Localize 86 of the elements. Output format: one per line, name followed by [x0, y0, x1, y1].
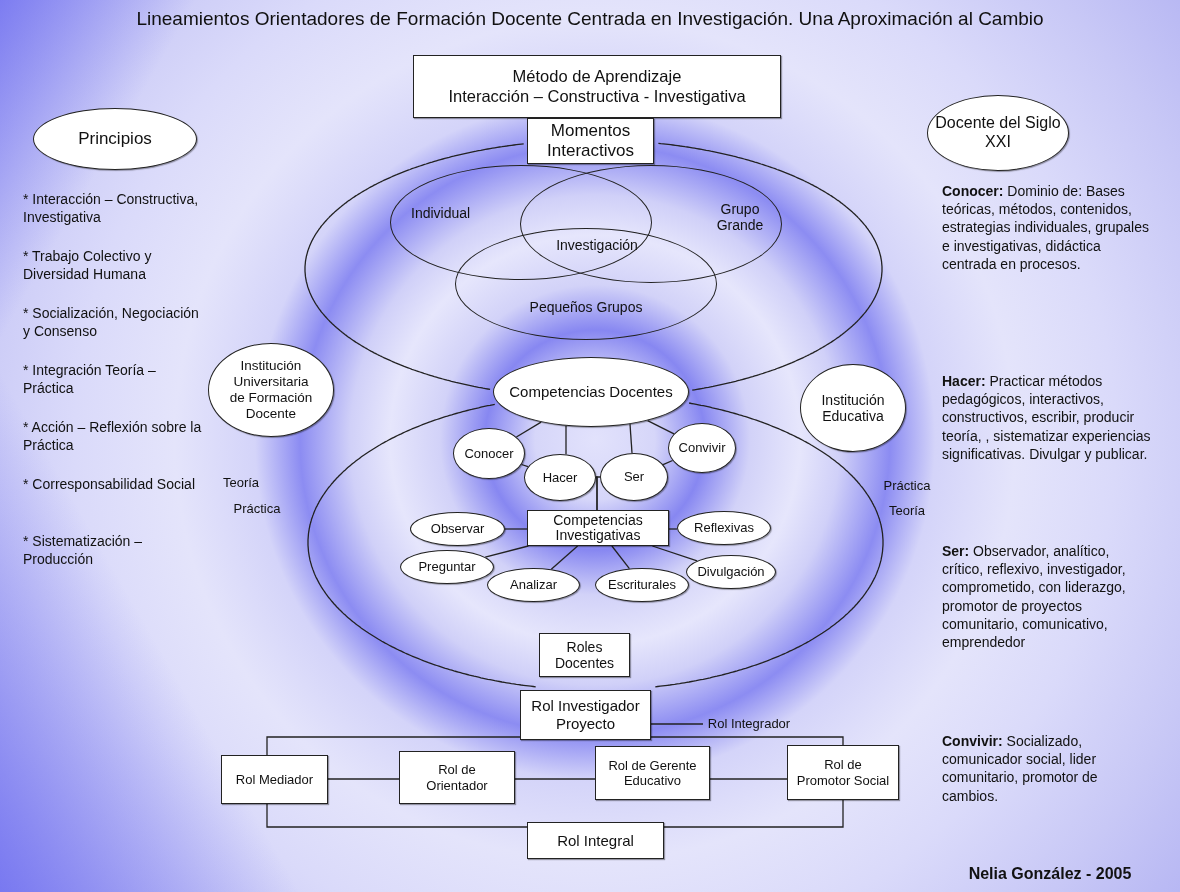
node-label: Grupo Grande — [715, 200, 765, 234]
oval-node — [487, 568, 580, 602]
node-label: Momentos Interactivos — [546, 121, 635, 161]
connector-line — [565, 425, 567, 455]
process-box — [520, 690, 651, 740]
node-label: Individual — [411, 205, 471, 222]
connector-line — [327, 778, 400, 780]
node-label: Escriturales — [608, 577, 676, 593]
connector-line — [663, 799, 844, 828]
role-box — [787, 745, 899, 800]
connector-line — [515, 421, 542, 438]
node-label: Rol Integral — [557, 831, 634, 850]
node-label: Conocer — [464, 445, 514, 462]
node-label: Institución Educativa — [820, 391, 886, 425]
node-label: Método de Aprendizaje — [512, 67, 682, 87]
oval-node — [400, 550, 494, 584]
node-label: Principios — [78, 129, 152, 149]
node-label: Rol de Promotor Social — [796, 757, 890, 788]
description-text: Conocer: Dominio de: Bases teóricas, métodos, contenidos, estrategias individuales, grupales e investigativas, didáctica centrada en procesos. — [942, 182, 1150, 273]
node-label: Analizar — [510, 577, 557, 593]
connector-line — [709, 778, 788, 780]
node-label: Preguntar — [418, 559, 476, 575]
node-label: Institución Universitaria de Formación Docente — [228, 358, 314, 422]
connector-line — [629, 423, 633, 454]
author-credit: Nelia González - 2005 — [967, 864, 1133, 884]
node-label: Hacer — [542, 469, 578, 486]
node-label: Convivir — [678, 440, 726, 456]
node-label: Rol de Orientador — [425, 762, 489, 793]
principle-text: * Interacción – Constructiva, Investigativa — [23, 190, 200, 227]
connector-line — [266, 736, 521, 756]
text-label: Investigación — [555, 236, 639, 255]
method-box — [413, 55, 781, 118]
process-box — [527, 118, 654, 164]
principle-text: * Socialización, Negociación y Consenso — [23, 304, 200, 341]
connector-line — [650, 736, 844, 746]
node-label: Competencias Investigativas — [552, 512, 644, 544]
text-label: Teoría — [887, 503, 927, 520]
node-label: Interacción – Constructiva - Investigativa — [448, 86, 746, 106]
principle-text: * Trabajo Colectivo y Diversidad Humana — [23, 247, 153, 284]
diagram-title: Lineamientos Orientadores de Formación Docente Centrada en Investigación. Una Aproximación al Cambio — [135, 8, 1045, 30]
node-label: Pequeños Grupos — [529, 298, 643, 316]
text-label: Práctica — [882, 478, 932, 495]
node-label: Rol Investigador Proyecto — [530, 697, 641, 733]
node-label: Reflexivas — [694, 520, 754, 536]
connector-line — [646, 419, 675, 435]
principle-text: * Corresponsabilidad Social — [23, 475, 196, 494]
role-label: Rol Integrador — [703, 715, 795, 733]
role-box — [399, 751, 515, 804]
connector-line — [668, 528, 678, 530]
description-text: Ser: Observador, analítico, crítico, reflexivo, investigador, comprometido, con liderazgo, promotor de proyectos comunitario, comunicativo, emprendedor — [942, 542, 1127, 652]
description-text: Convivir: Socializado, comunicador social, lider comunitario, promotor de cambios. — [942, 732, 1099, 805]
oval-node — [595, 568, 689, 602]
connector-line — [662, 459, 674, 466]
text-label: Teoría — [221, 475, 261, 492]
oval-node — [668, 423, 736, 473]
connector-line — [596, 476, 601, 511]
node-label: Docente del Siglo XXI — [934, 114, 1062, 152]
node-label: Observar — [430, 521, 485, 537]
connector-line — [650, 723, 704, 725]
connector-line — [266, 803, 528, 828]
node-label: Roles Docentes — [553, 638, 616, 672]
text-label: Práctica — [232, 501, 282, 518]
oval-node — [600, 453, 668, 501]
process-box — [527, 822, 664, 859]
node-label: Rol Mediador — [235, 771, 314, 788]
node-label: Ser — [623, 469, 645, 485]
role-box — [595, 746, 710, 800]
principle-text: * Acción – Reflexión sobre la Práctica — [23, 418, 203, 455]
connector-line — [651, 545, 698, 562]
node-label: Divulgación — [697, 564, 765, 580]
connector-line — [484, 545, 529, 558]
connector-line — [504, 528, 528, 530]
process-box — [539, 633, 630, 677]
node-label: Rol de Gerente Educativo — [607, 757, 698, 789]
oval-node — [686, 555, 776, 589]
description-text: Hacer: Practicar métodos pedagógicos, interactivos, constructivos, escribir, producir teoría, , sistematizar experiencias significativas. Divulgar y publicar. — [942, 372, 1152, 463]
oval-node — [524, 454, 596, 501]
node-label: Competencias Docentes — [509, 383, 673, 401]
connector-line — [550, 545, 579, 570]
oval-node — [453, 428, 525, 479]
role-box — [221, 755, 328, 804]
principle-text: * Integración Teoría – Práctica — [23, 361, 157, 398]
process-box — [527, 510, 669, 546]
connector-line — [514, 778, 596, 780]
connector-line — [611, 545, 631, 570]
principle-text: * Sistematización – Producción — [23, 532, 144, 569]
